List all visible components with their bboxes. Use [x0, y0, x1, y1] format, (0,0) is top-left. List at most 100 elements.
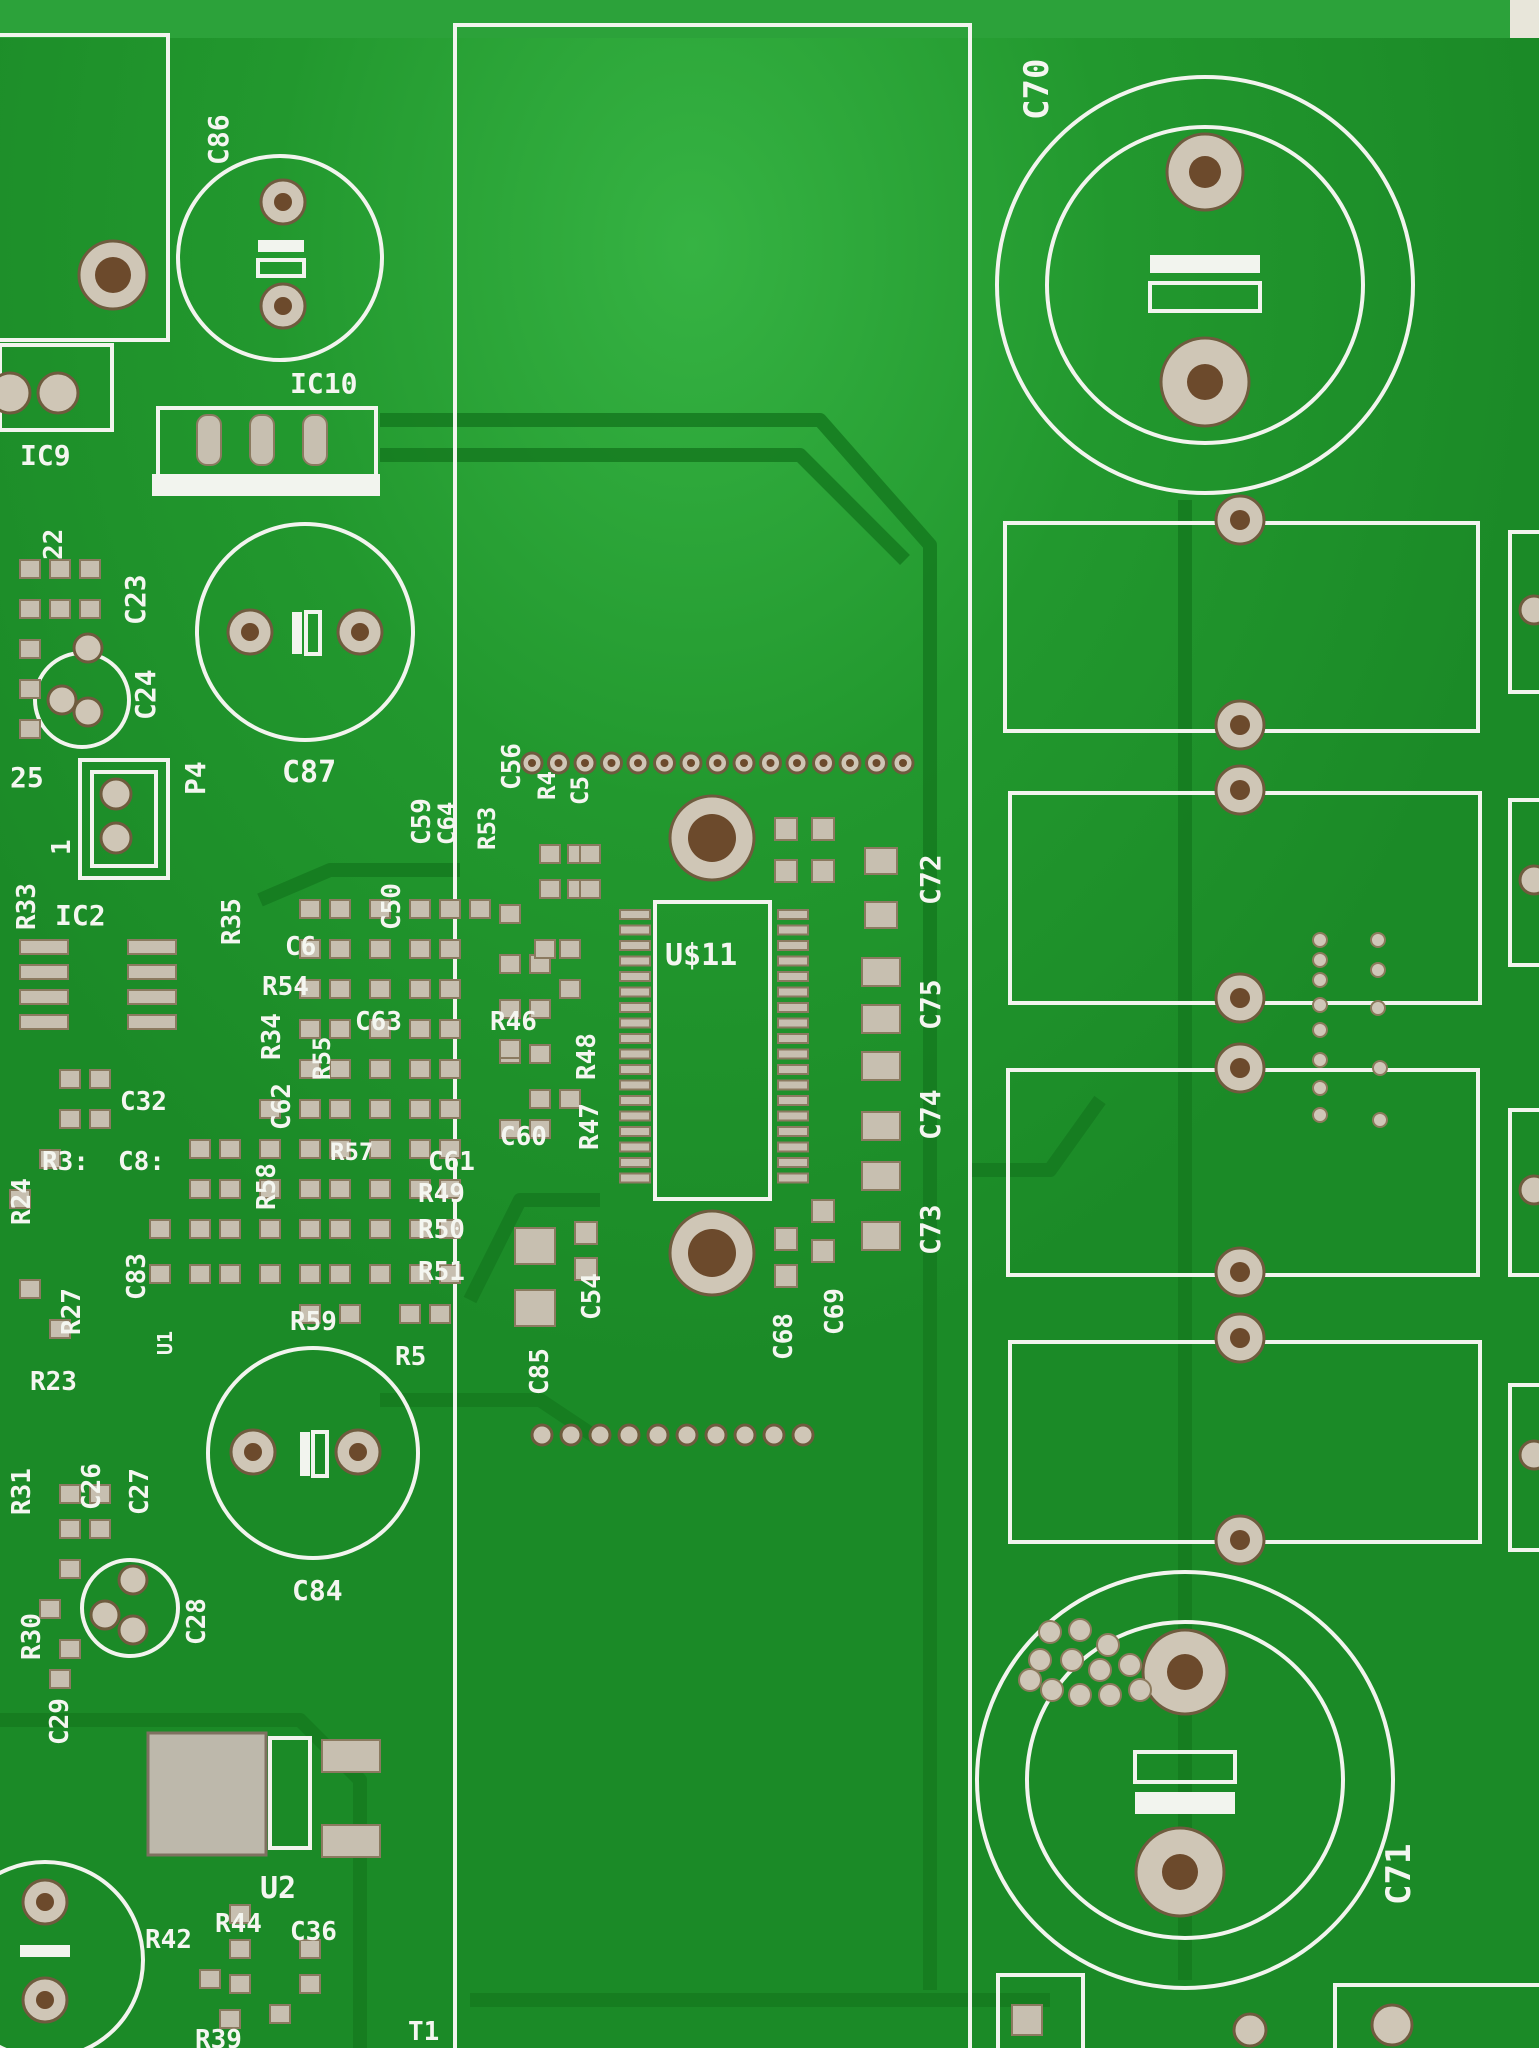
silk-label-c60: C60	[500, 1122, 547, 1152]
silk-label-c86: C86	[202, 114, 235, 165]
via	[1018, 1668, 1042, 1692]
u11-pin	[619, 1079, 651, 1091]
via	[1068, 1618, 1092, 1642]
u11-pin	[777, 924, 809, 936]
smd-pad	[439, 1139, 461, 1159]
smd-pad	[299, 899, 321, 919]
resistor-pad-hole	[1230, 510, 1250, 530]
smd-pad	[369, 1139, 391, 1159]
u11-pin	[777, 1172, 809, 1184]
smd-pad	[329, 1139, 351, 1159]
smd-pad	[59, 1069, 81, 1089]
smd-pad	[499, 904, 521, 924]
silk-label-r22: 22	[39, 529, 69, 560]
smd-pad	[559, 979, 581, 999]
smd-pad	[329, 1264, 351, 1284]
cap-c70	[995, 75, 1415, 495]
smd-pad	[499, 1039, 521, 1059]
via	[1312, 972, 1328, 988]
silk-label-c54: C54	[577, 1273, 607, 1320]
smd-pad	[439, 1264, 461, 1284]
smd-pad	[259, 1139, 281, 1159]
header-pin	[559, 1423, 583, 1447]
cap-c87	[195, 522, 415, 742]
smd-pad	[369, 899, 391, 919]
silk-label-ic10: IC10	[290, 367, 357, 400]
smd-pad	[49, 1319, 71, 1339]
silk-label-r27: R27	[57, 1288, 87, 1335]
silk-label-t1: T1	[408, 2017, 439, 2047]
smd-pad	[329, 1179, 351, 1199]
connector-top-left	[0, 33, 170, 432]
silk-label-r44: R44	[215, 1909, 262, 1939]
header-pin-hole	[713, 759, 722, 767]
silk-label-r58: R58	[252, 1163, 282, 1210]
smd-pad	[299, 1939, 321, 1959]
u11-pin	[619, 909, 651, 920]
u11-side-caps	[514, 817, 901, 1327]
via	[1372, 1060, 1388, 1076]
smd-pad	[229, 1974, 251, 1994]
u11-pin	[777, 1048, 809, 1060]
resistor-pad-hole	[1230, 715, 1250, 735]
smd-pad	[9, 1189, 31, 1209]
silk-label-c85: C85	[525, 1348, 555, 1395]
smd-pad	[579, 844, 601, 864]
header-pin	[530, 1423, 554, 1447]
smd-pad	[409, 939, 431, 959]
silk-label-c24: C24	[129, 669, 162, 720]
via	[1312, 1022, 1328, 1038]
via	[1370, 932, 1386, 948]
silk-label-r57: R57	[330, 1138, 373, 1166]
smd-pad	[19, 719, 41, 739]
silk-label-r47: R47	[575, 1103, 605, 1150]
smd-pad	[369, 1019, 391, 1039]
smd-pad	[299, 1219, 321, 1239]
smd-pad	[529, 999, 551, 1019]
silk-label-c6: C6	[285, 932, 316, 962]
silk-label-c59: C59	[407, 798, 437, 845]
silk-label-pin1: 1	[47, 839, 77, 855]
smd-pad	[219, 2009, 241, 2029]
smd-pad	[409, 899, 431, 919]
u11-pin	[777, 1017, 809, 1029]
silk-label-c75: C75	[914, 979, 947, 1030]
silk-label-r42: R42	[145, 1925, 192, 1955]
silk-label-c74: C74	[914, 1089, 947, 1140]
smd-pad	[369, 1059, 391, 1079]
silk-label-c70: C70	[1017, 59, 1057, 120]
smd-pad	[259, 1099, 281, 1119]
silk-label-c61: C61	[428, 1147, 475, 1177]
u11-pin	[777, 1126, 809, 1137]
header-row-top	[520, 751, 915, 775]
u11-pin	[777, 909, 809, 920]
bottom-connectors	[996, 1973, 1539, 2048]
via	[1068, 1683, 1092, 1707]
smd-pad	[329, 1059, 351, 1079]
silk-label-r30: R30	[17, 1613, 47, 1660]
u11-pin	[619, 1172, 651, 1184]
smd-pad	[409, 1019, 431, 1039]
smd-pad	[329, 899, 351, 919]
silk-label-c63: C63	[355, 1007, 402, 1037]
smd-pad	[299, 1059, 321, 1079]
smd-pad	[399, 1304, 421, 1324]
smd-pad	[369, 939, 391, 959]
silk-label-r49: R49	[418, 1179, 465, 1209]
cap-c86	[176, 154, 384, 362]
via	[1088, 1658, 1112, 1682]
silk-label-r48: R48	[572, 1033, 602, 1080]
smd-pad	[89, 1069, 111, 1089]
smd-pad	[299, 979, 321, 999]
smd-pad	[409, 1099, 431, 1119]
smd-pad	[409, 1179, 431, 1199]
transistor-c28	[80, 1558, 180, 1658]
smd-pad	[439, 979, 461, 999]
silk-label-c32: C32	[120, 1087, 167, 1117]
u11-pin	[619, 924, 651, 936]
smd-pad	[189, 1139, 211, 1159]
smd-pad	[269, 2004, 291, 2024]
smd-pad	[499, 1119, 521, 1139]
smd-pad	[329, 939, 351, 959]
smd-pad	[439, 1019, 461, 1039]
